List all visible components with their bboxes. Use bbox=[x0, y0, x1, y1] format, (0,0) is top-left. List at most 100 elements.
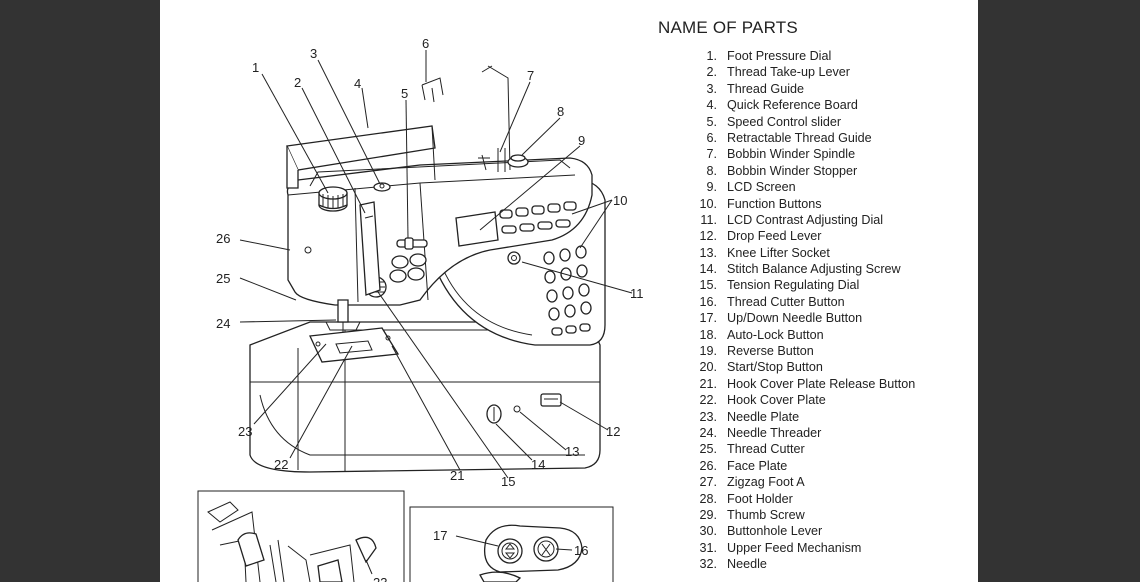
part-number: 27. bbox=[699, 475, 717, 490]
part-name: Up/Down Needle Button bbox=[727, 311, 863, 326]
part-name: Thumb Screw bbox=[727, 507, 805, 522]
list-item: 30.Buttonhole Lever bbox=[688, 523, 915, 539]
part-name: Hook Cover Plate Release Button bbox=[727, 376, 916, 391]
parts-list: 1. Foot Pressure Dial 2. Thread Take-up Le… bbox=[688, 48, 915, 573]
callout-16: 16 bbox=[574, 543, 588, 558]
part-number: 25. bbox=[699, 442, 717, 457]
list-item: 13. Knee Lifter Socket bbox=[688, 245, 915, 261]
part-name: Needle Threader bbox=[727, 425, 822, 440]
part-name: Bobbin Winder Spindle bbox=[727, 147, 856, 162]
part-name: Speed Control slider bbox=[727, 114, 842, 129]
part-name: Retractable Thread Guide bbox=[727, 130, 872, 145]
part-number: 8. bbox=[706, 163, 717, 178]
part-number: 19. bbox=[699, 344, 717, 359]
detail-inset-right: 17 16 bbox=[409, 506, 614, 582]
part-name: Thread Cutter Button bbox=[727, 294, 845, 309]
callout-23: 23 bbox=[238, 424, 252, 439]
part-name: Quick Reference Board bbox=[727, 98, 858, 113]
part-name: Hook Cover Plate bbox=[727, 393, 826, 408]
list-item: 14.Stitch Balance Adjusting Screw bbox=[688, 261, 915, 277]
list-item: 29. Thumb Screw bbox=[688, 507, 915, 523]
part-number: 22. bbox=[699, 393, 717, 408]
part-name: Thread Guide bbox=[727, 81, 805, 96]
callout-2: 2 bbox=[294, 75, 301, 90]
list-item: 24. Needle Threader bbox=[688, 425, 915, 441]
section-title: NAME OF PARTS bbox=[658, 18, 798, 37]
part-name: Stitch Balance Adjusting Screw bbox=[727, 262, 901, 277]
list-item: 3.Thread Guide bbox=[688, 81, 915, 97]
part-name: Needle Plate bbox=[727, 409, 800, 424]
part-name: Tension Regulating Dial bbox=[727, 278, 860, 293]
callout-5: 5 bbox=[401, 86, 408, 101]
list-item: 32. Needle bbox=[688, 556, 915, 572]
part-number: 30. bbox=[699, 524, 717, 539]
list-item: 5.Speed Control slider bbox=[688, 114, 915, 130]
part-number: 28. bbox=[699, 491, 717, 506]
callout-8: 8 bbox=[557, 104, 564, 119]
part-name: Foot Pressure Dial bbox=[727, 49, 832, 63]
callout-15: 15 bbox=[501, 474, 515, 489]
detail-inset-left: 23 bbox=[197, 490, 405, 582]
part-name: LCD Contrast Adjusting Dial bbox=[727, 212, 884, 227]
part-number: 2. bbox=[706, 65, 717, 80]
list-item: 16. Thread Cutter Button bbox=[688, 294, 915, 310]
list-item: 22. Hook Cover Plate bbox=[688, 392, 915, 408]
callout-23-inset: 23 bbox=[373, 575, 387, 582]
list-item: 26.Face Plate bbox=[688, 458, 915, 474]
part-name: LCD Screen bbox=[727, 180, 796, 195]
list-item: 19.Reverse Button bbox=[688, 343, 915, 359]
part-name: Face Plate bbox=[727, 458, 788, 473]
manual-page: 1 2 3 4 5 6 7 8 9 10 11 12 13 14 15 21 2… bbox=[160, 0, 978, 582]
part-name: Knee Lifter Socket bbox=[727, 245, 830, 260]
list-item: 27.Zigzag Foot A bbox=[688, 474, 915, 490]
part-number: 4. bbox=[706, 98, 717, 113]
callout-22: 22 bbox=[274, 457, 288, 472]
list-item: 7.Bobbin Winder Spindle bbox=[688, 146, 915, 162]
part-name: Foot Holder bbox=[727, 491, 793, 506]
list-item: 2. Thread Take-up Lever bbox=[688, 64, 915, 80]
callout-4: 4 bbox=[354, 76, 361, 91]
part-number: 12. bbox=[699, 229, 717, 244]
part-name: Drop Feed Lever bbox=[727, 229, 822, 244]
list-item: 12. Drop Feed Lever bbox=[688, 228, 915, 244]
front-panel bbox=[365, 201, 592, 336]
part-name: Auto-Lock Button bbox=[727, 327, 824, 342]
callout-10: 10 bbox=[613, 193, 627, 208]
list-item: 9.LCD Screen bbox=[688, 179, 915, 195]
part-number: 11. bbox=[700, 212, 717, 227]
part-number: 31. bbox=[699, 540, 717, 555]
part-number: 29. bbox=[699, 507, 717, 522]
part-name: Start/Stop Button bbox=[727, 360, 823, 375]
callout-1: 1 bbox=[252, 60, 259, 75]
part-name: Needle bbox=[727, 557, 767, 572]
part-number: 13. bbox=[699, 245, 717, 260]
callout-25: 25 bbox=[216, 271, 230, 286]
part-number: 10. bbox=[699, 196, 717, 211]
callout-21: 21 bbox=[450, 468, 464, 483]
part-number: 32. bbox=[699, 557, 717, 572]
part-number: 16. bbox=[699, 294, 717, 309]
part-number: 1. bbox=[706, 49, 717, 63]
part-name: Thread Take-up Lever bbox=[727, 65, 850, 80]
callout-12: 12 bbox=[606, 424, 620, 439]
callout-6: 6 bbox=[422, 36, 429, 51]
part-number: 6. bbox=[706, 130, 717, 145]
callout-14: 14 bbox=[531, 457, 545, 472]
list-item: 25. Thread Cutter bbox=[688, 441, 915, 457]
callout-3: 3 bbox=[310, 46, 317, 61]
list-item: 10. Function Buttons bbox=[688, 196, 915, 212]
part-number: 18. bbox=[699, 327, 717, 342]
needle-area bbox=[309, 201, 562, 424]
part-name: Function Buttons bbox=[727, 196, 822, 211]
list-item: 18. Auto-Lock Button bbox=[688, 327, 915, 343]
list-item: 15.Tension Regulating Dial bbox=[688, 277, 915, 293]
part-number: 24. bbox=[699, 425, 717, 440]
callout-17: 17 bbox=[433, 528, 447, 543]
list-item: 21.Hook Cover Plate Release Button bbox=[688, 376, 915, 392]
leader-lines bbox=[239, 50, 633, 479]
list-item: 1. Foot Pressure Dial bbox=[688, 48, 915, 64]
part-name: Thread Cutter bbox=[727, 442, 805, 457]
callout-numbers: 1 2 3 4 5 6 7 8 9 10 11 12 13 14 15 21 2… bbox=[216, 36, 644, 489]
list-item: 23.Needle Plate bbox=[688, 409, 915, 425]
list-item: 28. Foot Holder bbox=[688, 491, 915, 507]
